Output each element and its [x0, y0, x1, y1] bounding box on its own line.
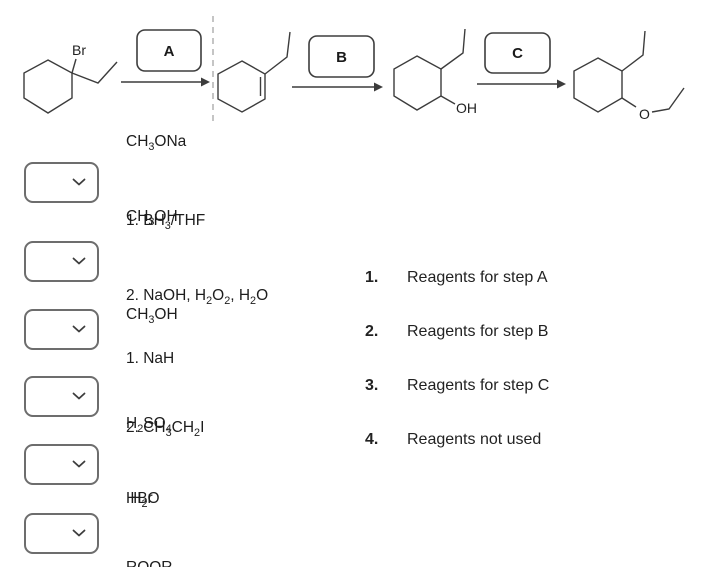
match-label: Reagents for step A	[407, 269, 548, 286]
structure-2-ethylcyclohexanol: OH	[393, 28, 477, 116]
reagent-line: CH3OH	[126, 208, 178, 229]
step-a-label: A	[164, 43, 175, 60]
reagent-line: H2O	[126, 490, 160, 511]
reagent-dropdown-2[interactable]	[24, 240, 99, 282]
match-number: 4.	[365, 431, 379, 448]
chevron-down-icon	[72, 460, 86, 468]
reagent-row-6: HBr ROOR	[24, 490, 173, 567]
reagent-dropdown-3[interactable]	[24, 308, 99, 350]
match-label: Reagents for step B	[407, 323, 549, 340]
reagent-row-3: CH3OH	[24, 306, 178, 350]
match-number: 3.	[365, 377, 379, 394]
reagent-line: ROOR	[126, 556, 173, 567]
reagent-line: 1. NaH	[126, 349, 175, 367]
chevron-down-icon	[72, 178, 86, 186]
step-b-box: B	[308, 35, 375, 78]
reagent-line: H2SO4	[126, 414, 172, 435]
reagent-line: 2. CH3CH2I	[126, 418, 205, 440]
br-bond	[71, 58, 77, 74]
reagent-dropdown-4[interactable]	[24, 375, 99, 417]
chevron-down-icon	[72, 529, 86, 537]
chevron-down-icon	[72, 392, 86, 400]
reagent-option-text-6: HBr ROOR	[126, 441, 173, 567]
reagent-option-text-4: 1. NaH 2. CH3CH2I	[126, 301, 204, 491]
reagent-dropdown-1[interactable]	[24, 161, 99, 203]
match-number: 2.	[365, 323, 379, 340]
match-item-step-c: 3. Reagents for step C	[365, 375, 549, 397]
reagent-line: 1. BH3/THF	[126, 211, 206, 232]
step-b-box-frame	[308, 35, 375, 78]
reagent-line: CH3OH	[126, 305, 178, 327]
reagent-dropdown-5[interactable]	[24, 443, 99, 485]
reaction-scheme: Br A B OH	[23, 16, 685, 125]
arrowhead-b	[374, 82, 383, 92]
ethoxy-chain	[651, 87, 685, 113]
reagent-option-text-1: CH3ONa CH3OH	[126, 84, 186, 280]
ethyl-group	[440, 28, 466, 70]
chevron-down-icon	[72, 257, 86, 265]
reagent-line: CH3ONa	[126, 132, 187, 153]
match-number: 1.	[365, 269, 379, 286]
structure-1-ethylcyclohexene	[217, 31, 291, 113]
reagent-row-5: H2SO4 H2O	[24, 415, 172, 510]
step-c-box: C	[484, 32, 551, 74]
structure-1-bromo-1-ethylcyclohexane: Br	[23, 42, 118, 114]
reagent-line: HBr	[126, 490, 153, 507]
step-a-box-frame	[136, 29, 202, 72]
step-c-box-frame	[484, 32, 551, 74]
ethyl-group	[71, 61, 118, 84]
cyclohexane-ring	[23, 59, 73, 114]
step-a-box: A	[136, 29, 202, 72]
oh-bond	[440, 95, 456, 105]
arrowhead-c	[557, 79, 566, 89]
reagent-row-1: CH3ONa CH3OH	[24, 133, 186, 228]
reagent-line: 2. NaOH, H2O2, H2O	[126, 287, 269, 308]
match-item-not-used: 4. Reagents not used	[365, 429, 541, 451]
match-item-step-b: 2. Reagents for step B	[365, 321, 548, 343]
reagent-option-text-2: 1. BH3/THF 2. NaOH, H2O2, H2O	[126, 163, 268, 359]
atom-label-o: O	[639, 106, 650, 122]
step-b-label: B	[336, 49, 347, 66]
ethyl-group	[264, 31, 291, 75]
cyclohexane-ring	[573, 57, 623, 113]
reagent-option-text-3: CH3OH	[126, 257, 178, 401]
chevron-down-icon	[72, 325, 86, 333]
match-label: Reagents not used	[407, 431, 542, 448]
atom-label-br: Br	[72, 42, 86, 58]
reagent-dropdown-6[interactable]	[24, 512, 99, 554]
ether-bond-left	[621, 97, 637, 108]
ethyl-group	[621, 30, 646, 72]
reagent-option-text-5: H2SO4 H2O	[126, 366, 172, 562]
structure-ethoxy-ethylcyclohexane: O	[573, 30, 685, 122]
atom-label-oh: OH	[456, 100, 477, 116]
reagent-row-4: 1. NaH 2. CH3CH2I	[24, 350, 204, 439]
cyclohexene-ring	[217, 60, 266, 113]
cyclohexane-ring	[393, 55, 442, 111]
step-c-label: C	[512, 45, 523, 62]
arrowhead-a	[201, 77, 210, 87]
match-item-step-a: 1. Reagents for step A	[365, 267, 548, 289]
match-label: Reagents for step C	[407, 377, 550, 394]
reagent-row-2: 1. BH3/THF 2. NaOH, H2O2, H2O	[24, 212, 268, 307]
